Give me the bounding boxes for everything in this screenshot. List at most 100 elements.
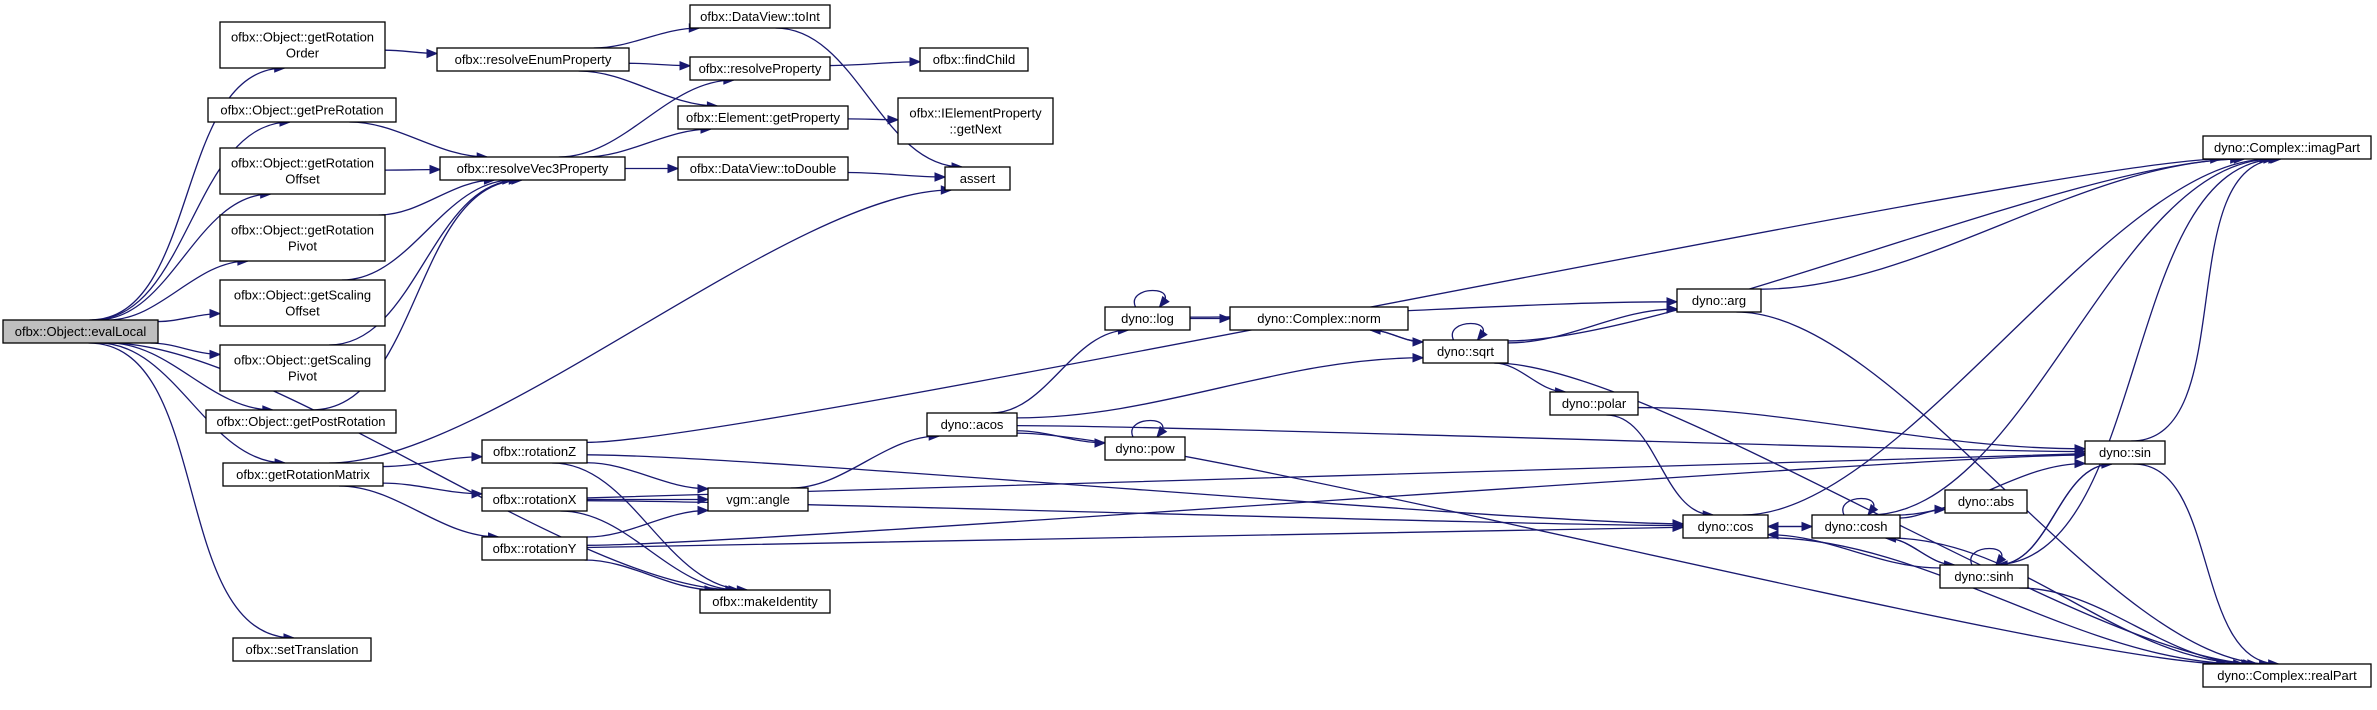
edge-line	[329, 189, 952, 464]
node-label: dyno::log	[1121, 311, 1174, 326]
node-box	[219, 21, 386, 69]
node-log[interactable]: dyno::log	[1104, 306, 1191, 331]
call-edge	[1899, 504, 1947, 519]
node-get-rotation-matrix[interactable]: ofbx::getRotationMatrix	[222, 462, 384, 487]
node-acos[interactable]: dyno::acos	[926, 412, 1018, 437]
edge-line	[2133, 463, 2279, 665]
node-label: dyno::arg	[1692, 293, 1746, 308]
node-label: dyno::Complex::realPart	[2217, 668, 2357, 683]
edge-line	[378, 179, 495, 216]
call-edge	[624, 163, 680, 174]
edge-arrowhead	[1412, 353, 1425, 363]
edge-line	[560, 510, 740, 591]
node-rotation-x[interactable]: ofbx::rotationX	[481, 487, 588, 512]
call-edge	[384, 48, 439, 59]
node-label: dyno::sin	[2099, 445, 2151, 460]
node-box	[481, 536, 588, 561]
node-box	[689, 4, 831, 29]
call-edge	[1842, 497, 1879, 517]
call-edge	[329, 185, 953, 464]
call-edge	[991, 325, 1130, 414]
edge-line	[552, 462, 748, 591]
node-rotation-y[interactable]: ofbx::rotationY	[481, 536, 588, 561]
call-edge	[790, 431, 941, 489]
edge-line	[586, 454, 1684, 525]
edge-arrowhead	[667, 163, 680, 174]
node-label: ::getNext	[949, 122, 1001, 137]
node-label: dyno::Complex::imagPart	[2214, 140, 2360, 155]
node-box	[436, 47, 630, 72]
edge-arrowhead	[209, 308, 222, 319]
edge-line	[593, 27, 700, 49]
edge-arrowhead	[429, 164, 442, 175]
node-arg[interactable]: dyno::arg	[1676, 288, 1762, 313]
edge-line	[311, 179, 522, 411]
node-label: ofbx::resolveEnumProperty	[455, 52, 612, 67]
node-label: ofbx::findChild	[933, 52, 1015, 67]
node-to-double[interactable]: ofbx::DataView::toDouble	[677, 156, 849, 181]
edge-arrowhead	[697, 505, 710, 516]
call-edge	[1493, 362, 1567, 397]
node-cosh[interactable]: dyno::cosh	[1811, 514, 1901, 539]
edge-arrowhead	[1219, 313, 1232, 324]
node-get-post-rotation[interactable]: ofbx::Object::getPostRotation	[205, 409, 397, 434]
call-edge	[1992, 154, 2281, 566]
node-resolve-vec3-property[interactable]: ofbx::resolveVec3Property	[439, 156, 626, 181]
node-to-int[interactable]: ofbx::DataView::toInt	[689, 4, 831, 29]
node-get-next[interactable]: ofbx::IElementProperty::getNext	[897, 97, 1054, 145]
edge-line	[88, 342, 294, 639]
call-edge	[586, 448, 2087, 499]
node-box	[1422, 339, 1509, 364]
node-make-identity[interactable]: ofbx::makeIdentity	[699, 589, 831, 614]
node-resolve-enum-property[interactable]: ofbx::resolveEnumProperty	[436, 47, 630, 72]
edge-line	[1997, 463, 2112, 566]
edge-line	[558, 79, 734, 158]
edge-arrowhead	[1672, 522, 1685, 533]
node-assert[interactable]: assert	[944, 166, 1011, 191]
edge-line	[1992, 158, 2279, 566]
node-label: ofbx::DataView::toDouble	[690, 161, 836, 176]
call-edge	[1889, 537, 2256, 669]
node-abs[interactable]: dyno::abs	[1944, 489, 2028, 514]
edge-line	[586, 454, 2086, 546]
edge-arrowhead	[1995, 553, 2007, 567]
edge-line	[578, 70, 718, 107]
node-label: ofbx::resolveProperty	[699, 61, 822, 76]
node-sqrt[interactable]: dyno::sqrt	[1422, 339, 1509, 364]
edge-line	[1016, 424, 2086, 453]
node-eval-local[interactable]: ofbx::Object::evalLocal	[2, 319, 159, 344]
node-rotation-z[interactable]: ofbx::rotationZ	[481, 439, 588, 464]
edge-line	[1507, 158, 2241, 342]
call-edge	[584, 124, 713, 158]
node-label: Pivot	[288, 239, 317, 254]
node-polar[interactable]: dyno::polar	[1549, 391, 1639, 416]
node-angle[interactable]: vgm::angle	[707, 487, 809, 512]
node-box	[1682, 514, 1769, 539]
edge-line	[89, 67, 285, 321]
node-pow[interactable]: dyno::pow	[1104, 436, 1186, 461]
node-set-translation[interactable]: ofbx::setTranslation	[232, 637, 372, 662]
node-norm[interactable]: dyno::Complex::norm	[1229, 306, 1409, 331]
node-box	[1549, 391, 1639, 416]
edge-arrowhead	[1158, 295, 1170, 309]
node-label: Order	[286, 46, 320, 61]
node-cos[interactable]: dyno::cos	[1682, 514, 1769, 539]
call-edge	[584, 559, 717, 595]
node-label: ofbx::Object::getPostRotation	[216, 414, 385, 429]
node-label: ofbx::Object::evalLocal	[15, 324, 147, 339]
call-edge	[382, 482, 484, 499]
node-sin[interactable]: dyno::sin	[2084, 440, 2166, 465]
node-find-child[interactable]: ofbx::findChild	[919, 47, 1029, 72]
node-get-pre-rotation[interactable]: ofbx::Object::getPreRotation	[207, 97, 397, 123]
node-sinh[interactable]: dyno::sinh	[1939, 564, 2029, 589]
node-resolve-property[interactable]: ofbx::resolveProperty	[689, 56, 831, 81]
edge-line	[1897, 462, 2086, 516]
node-get-property[interactable]: ofbx::Element::getProperty	[677, 105, 849, 130]
node-imag-part[interactable]: dyno::Complex::imagPart	[2202, 135, 2372, 160]
node-real-part[interactable]: dyno::Complex::realPart	[2202, 663, 2372, 688]
